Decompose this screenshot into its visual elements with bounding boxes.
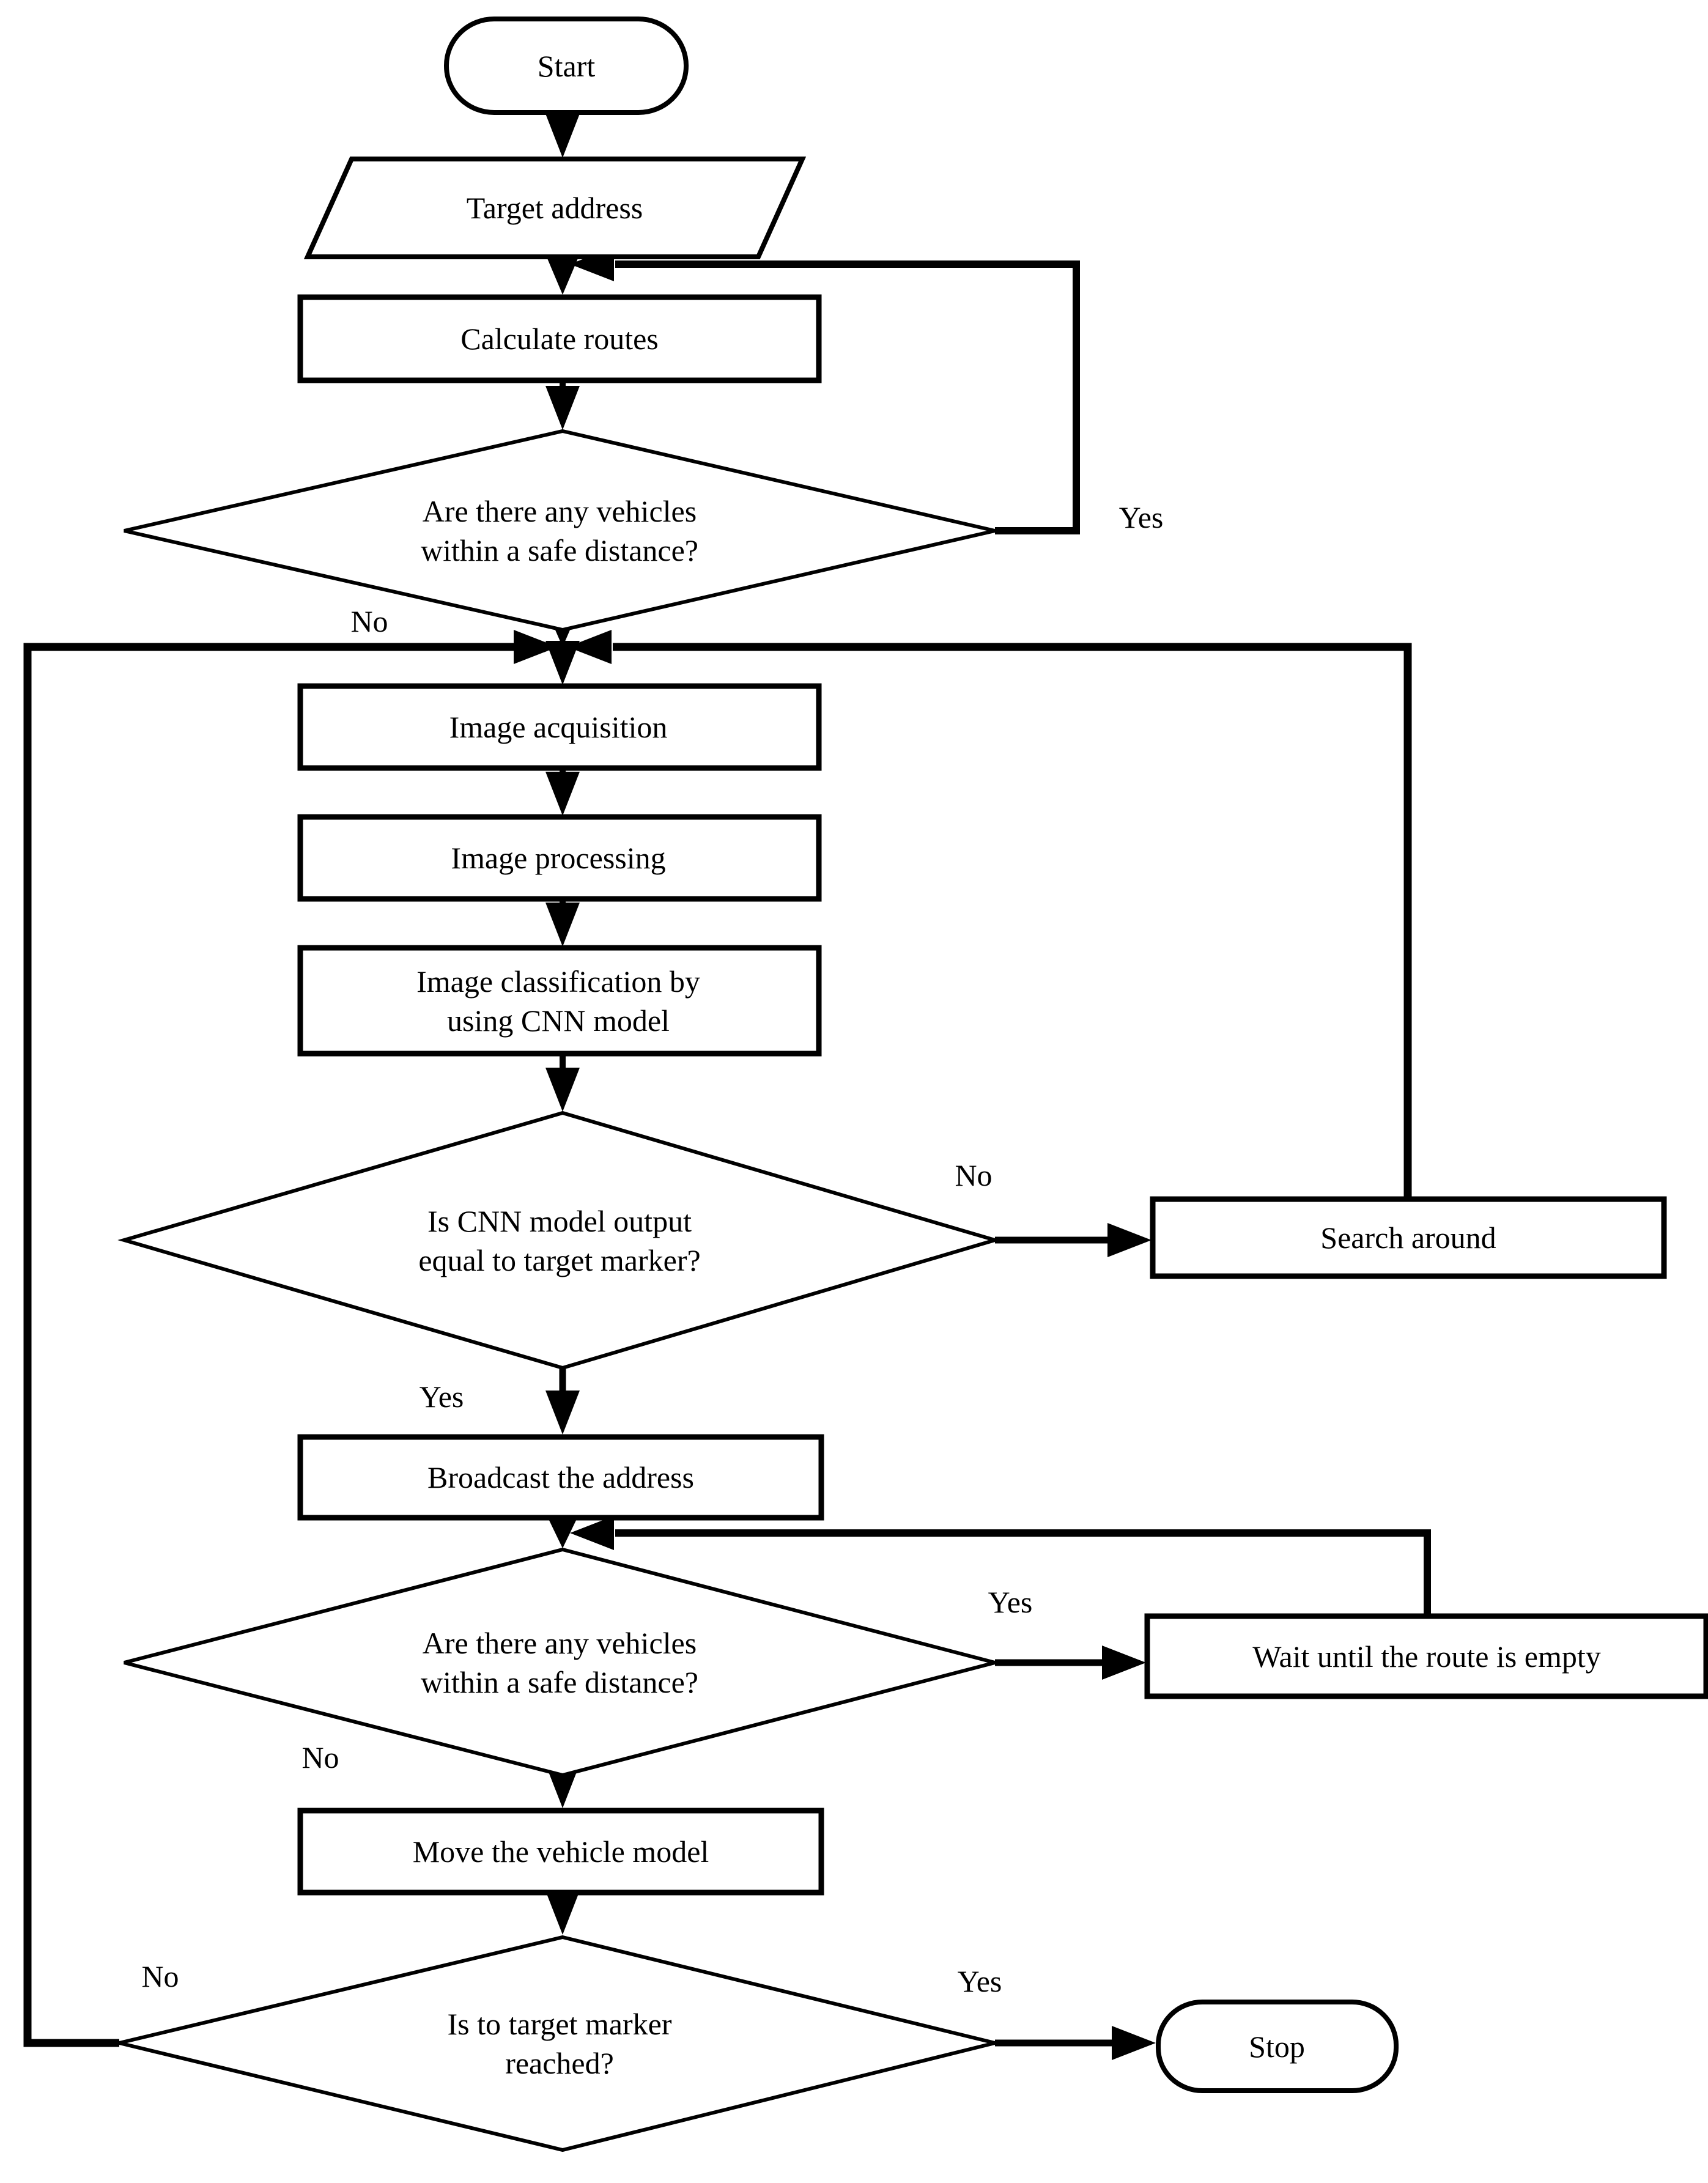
edge-target-reached-no-feedback <box>23 643 515 2047</box>
arrowhead-right-into-search-around <box>1107 1223 1152 1257</box>
node-label-move-vehicle: Move the vehicle model <box>412 1834 709 1869</box>
node-image-classification-shape <box>297 945 822 1057</box>
node-label-calculate-routes: Calculate routes <box>460 322 659 356</box>
node-start-shape <box>444 17 689 115</box>
edge-label-vehicle-check-1-no: No <box>350 604 388 638</box>
node-stop-shape <box>1156 2000 1399 2093</box>
edge-label-vehicle-check-1-yes: Yes <box>1118 500 1164 534</box>
arrowhead-right-left-feedback-merge <box>514 630 558 664</box>
node-label-image-acquisition: Image acquisition <box>449 710 668 744</box>
node-label-target-reached-check: Is to target marker reached? <box>447 2007 672 2080</box>
node-label-image-classification: Image classification by using CNN model <box>416 964 700 1038</box>
node-label-target-address: Target address <box>466 191 643 225</box>
node-target-address-shape <box>303 157 807 259</box>
arrowhead-down-into-image-acquisition <box>545 641 580 685</box>
arrowhead-down-into-calculate-routes <box>546 256 579 295</box>
node-cnn-output-check-shape <box>117 1110 1002 1370</box>
node-broadcast-address-shape <box>297 1434 824 1521</box>
node-label-search-around: Search around <box>1320 1221 1496 1255</box>
edge-wait-feedback <box>615 1529 1431 1616</box>
arrowhead-down-into-target-address <box>545 114 580 158</box>
node-search-around-shape <box>1150 1196 1667 1279</box>
edge-label-vehicle-check-2-yes: Yes <box>988 1585 1033 1619</box>
node-move-vehicle-shape <box>297 1808 824 1896</box>
arrowhead-down-into-vehicle-check-1 <box>545 386 580 430</box>
edge-label-target-reached-no: No <box>141 1959 179 1993</box>
arrowhead-down-into-move <box>545 1764 580 1808</box>
node-label-start: Start <box>537 49 596 83</box>
edge-label-vehicle-check-2-no: No <box>301 1740 339 1775</box>
edge-label-cnn-output-check-no: No <box>955 1158 993 1192</box>
node-label-vehicle-check-2: Are there any vehicles within a safe dis… <box>421 1626 698 1699</box>
arrowhead-right-into-wait <box>1102 1646 1146 1680</box>
edge-label-target-reached-yes: Yes <box>957 1964 1002 1998</box>
node-label-wait-route-empty: Wait until the route is empty <box>1252 1639 1601 1674</box>
node-image-acquisition-shape <box>297 683 822 771</box>
arrowhead-down-into-image-processing <box>545 772 580 816</box>
arrowhead-down-into-broadcast <box>545 1391 580 1435</box>
edge-search-around-feedback <box>613 643 1412 1199</box>
node-vehicle-check-2-shape <box>124 1547 1002 1778</box>
edge-vehicle-check-1-yes-loop <box>615 260 1080 534</box>
arrowhead-left-wait-feedback-merge <box>570 1516 614 1550</box>
arrowhead-right-into-stop <box>1112 2026 1156 2060</box>
node-label-stop: Stop <box>1249 2030 1305 2064</box>
node-label-cnn-output-check: Is CNN model output equal to target mark… <box>418 1204 701 1277</box>
node-target-reached-check-shape <box>119 1935 996 2152</box>
arrowhead-down-into-image-classification <box>545 903 580 947</box>
arrowhead-down-into-vehicle-check-2 <box>547 1515 579 1548</box>
node-wait-route-empty-shape <box>1144 1613 1708 1699</box>
node-label-vehicle-check-1: Are there any vehicles within a safe dis… <box>421 494 698 567</box>
node-vehicle-check-1-shape <box>124 429 996 632</box>
node-image-processing-shape <box>297 814 822 902</box>
node-label-image-processing: Image processing <box>451 841 666 875</box>
arrowhead-down-into-cnn-check <box>545 1068 580 1112</box>
node-label-broadcast-address: Broadcast the address <box>427 1460 694 1494</box>
arrowhead-left-search-feedback-merge <box>567 630 612 664</box>
node-calculate-routes-shape <box>297 294 822 383</box>
edge-label-cnn-output-check-yes: Yes <box>419 1380 464 1414</box>
arrowhead-down-into-target-reached <box>545 1891 580 1935</box>
